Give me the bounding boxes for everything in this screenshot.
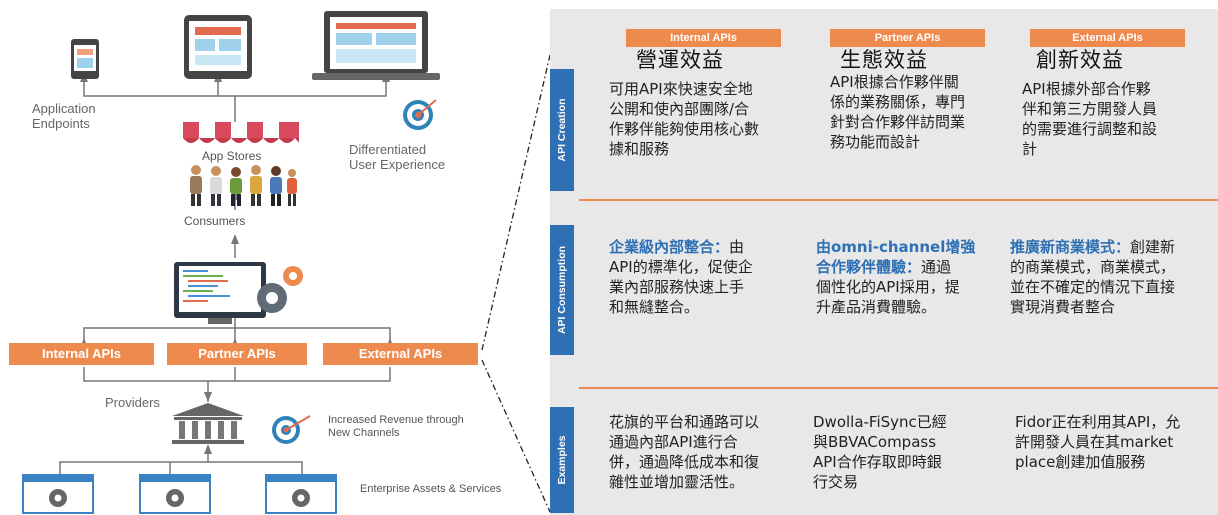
- consumers-label: Consumers: [184, 214, 246, 228]
- external-apis-title: 創新效益: [1036, 48, 1124, 72]
- cell-line: API的標準化，促使企: [609, 258, 753, 276]
- cell-text: 由: [729, 238, 745, 256]
- cell-line: 的商業模式，商業模式，: [1010, 258, 1176, 276]
- external-apis-button: External APIs: [323, 343, 478, 365]
- tab-api-consumption: API Consumption: [550, 225, 574, 355]
- providers-label: Providers: [105, 395, 160, 410]
- cell-line: 的需要進行調整和設: [1022, 120, 1158, 138]
- cell-text: 創建新: [1130, 238, 1176, 256]
- cell-line: 係的業務關係，專門: [830, 93, 966, 111]
- tab-api-consumption-label: API Consumption: [556, 245, 568, 335]
- computer-gears-icon: [174, 262, 303, 324]
- cell-line: 個性化的API採用，提: [816, 278, 960, 296]
- row-divider: [579, 387, 1218, 389]
- cell-text: 通過: [921, 258, 952, 276]
- row-divider: [579, 199, 1218, 201]
- consumers-people-icon: [190, 165, 297, 206]
- external-apis-tag: External APIs: [1030, 29, 1185, 47]
- asset-window-icon: [139, 474, 211, 514]
- cell-line: 和無縫整合。: [609, 298, 700, 316]
- differentiated-line-1: Differentiated: [349, 142, 427, 157]
- cell-line: 雜性並增加靈活性。: [609, 473, 745, 491]
- consumption-internal-cell: 企業級內部整合：由 API的標準化，促使企 業內部服務快速上手 和無縫整合。: [609, 237, 794, 317]
- increased-revenue-line-1: Increased Revenue through: [328, 414, 464, 426]
- cell-line: 務功能而設計: [830, 133, 921, 151]
- creation-external-cell: API根據外部合作夥 伴和第三方開發人員 的需要進行調整和設 計: [1022, 79, 1202, 159]
- internal-apis-tag: Internal APIs: [626, 29, 781, 47]
- increased-revenue-label: Increased Revenue through New Channels: [328, 414, 464, 440]
- increased-revenue-line-2: New Channels: [328, 427, 400, 439]
- cell-line: API合作存取即時銀: [813, 453, 942, 471]
- highlight-text: 企業級內部整合：: [609, 238, 730, 256]
- cell-line: 公開和使內部團隊/合: [609, 100, 750, 118]
- cell-line: place創建加值服務: [1015, 453, 1146, 471]
- cell-line: 與BBVACompass: [813, 433, 937, 451]
- tab-examples: Examples: [550, 407, 574, 513]
- internal-apis-button: Internal APIs: [9, 343, 154, 365]
- differentiated-label: Differentiated User Experience: [349, 142, 445, 172]
- cell-line: API根據外部合作夥: [1022, 80, 1151, 98]
- highlight-text: 由omni-channel增強: [816, 238, 976, 256]
- creation-internal-cell: 可用API來快速安全地 公開和使內部團隊/合 作夥伴能夠使用核心數 據和服務: [609, 79, 794, 159]
- cell-line: 合作夥伴體驗：通過: [816, 257, 1016, 277]
- cell-line: API根據合作夥伴關: [830, 73, 959, 91]
- cell-line: 業內部服務快速上手: [609, 278, 745, 296]
- asset-window-icon: [265, 474, 337, 514]
- highlight-text: 推廣新商業模式：: [1010, 238, 1131, 256]
- consumption-external-cell: 推廣新商業模式：創建新 的商業模式，商業模式， 並在不確定的情況下直接 實現消費…: [1010, 237, 1215, 317]
- cell-line: 行交易: [813, 473, 859, 491]
- enterprise-assets-label: Enterprise Assets & Services: [360, 483, 502, 495]
- bank-icon: [172, 403, 244, 444]
- laptop-icon: [312, 11, 440, 80]
- phone-icon: [71, 39, 99, 79]
- partner-apis-tag: Partner APIs: [830, 29, 985, 47]
- cell-line: 企業級內部整合：由: [609, 237, 794, 257]
- cell-line: 可用API來快速安全地: [609, 80, 753, 98]
- cell-line: 許開發人員在其market: [1015, 433, 1174, 451]
- cell-line: 計: [1022, 140, 1038, 158]
- creation-partner-cell: API根據合作夥伴關 係的業務關係，專門 針對合作夥伴訪問業 務功能而設計: [830, 72, 1010, 152]
- cell-line: 伴和第三方開發人員: [1022, 100, 1158, 118]
- cell-line: 併，通過降低成本和復: [609, 453, 760, 471]
- cell-line: 實現消費者整合: [1010, 298, 1116, 316]
- application-endpoints-label: Application Endpoints: [32, 101, 96, 131]
- tab-api-creation: API Creation: [550, 69, 574, 191]
- cell-line: Fidor正在利用其API，允: [1015, 413, 1181, 431]
- differentiated-line-2: User Experience: [349, 157, 446, 172]
- consumption-partner-cell: 由omni-channel增強 合作夥伴體驗：通過 個性化的API採用，提 升產…: [816, 237, 1016, 317]
- tab-api-creation-label: API Creation: [556, 98, 568, 162]
- cell-line: 通過內部API進行合: [609, 433, 738, 451]
- application-endpoints-line-1: Application: [32, 101, 96, 116]
- cell-line: 花旗的平台和通路可以: [609, 413, 760, 431]
- partner-apis-title: 生態效益: [840, 48, 928, 72]
- target-revenue-icon: [272, 415, 311, 444]
- store-awning-icon: [183, 122, 299, 143]
- partner-apis-button: Partner APIs: [167, 343, 307, 365]
- highlight-text: 合作夥伴體驗：: [816, 258, 922, 276]
- cell-line: 推廣新商業模式：創建新: [1010, 237, 1215, 257]
- cell-line: 升產品消費體驗。: [816, 298, 937, 316]
- examples-external-cell: Fidor正在利用其API，允 許開發人員在其market place創建加值服…: [1015, 412, 1215, 472]
- cell-line: 針對合作夥伴訪問業: [830, 113, 966, 131]
- cell-line: 並在不確定的情況下直接: [1010, 278, 1176, 296]
- internal-apis-title: 營運效益: [636, 48, 724, 72]
- cell-line: 作夥伴能夠使用核心數: [609, 120, 760, 138]
- api-benefits-panel: Internal APIs 營運效益 Partner APIs 生態效益 Ext…: [550, 9, 1218, 515]
- cell-line: 據和服務: [609, 140, 670, 158]
- cell-line: Dwolla-FiSync已經: [813, 413, 947, 431]
- asset-window-icon: [22, 474, 94, 514]
- application-endpoints-line-2: Endpoints: [32, 116, 90, 131]
- tablet-icon: [184, 15, 252, 79]
- examples-partner-cell: Dwolla-FiSync已經 與BBVACompass API合作存取即時銀 …: [813, 412, 993, 492]
- app-stores-label: App Stores: [202, 149, 262, 163]
- tab-examples-label: Examples: [556, 435, 568, 485]
- target-icon: [403, 99, 437, 130]
- examples-internal-cell: 花旗的平台和通路可以 通過內部API進行合 併，通過降低成本和復 雜性並增加靈活…: [609, 412, 799, 492]
